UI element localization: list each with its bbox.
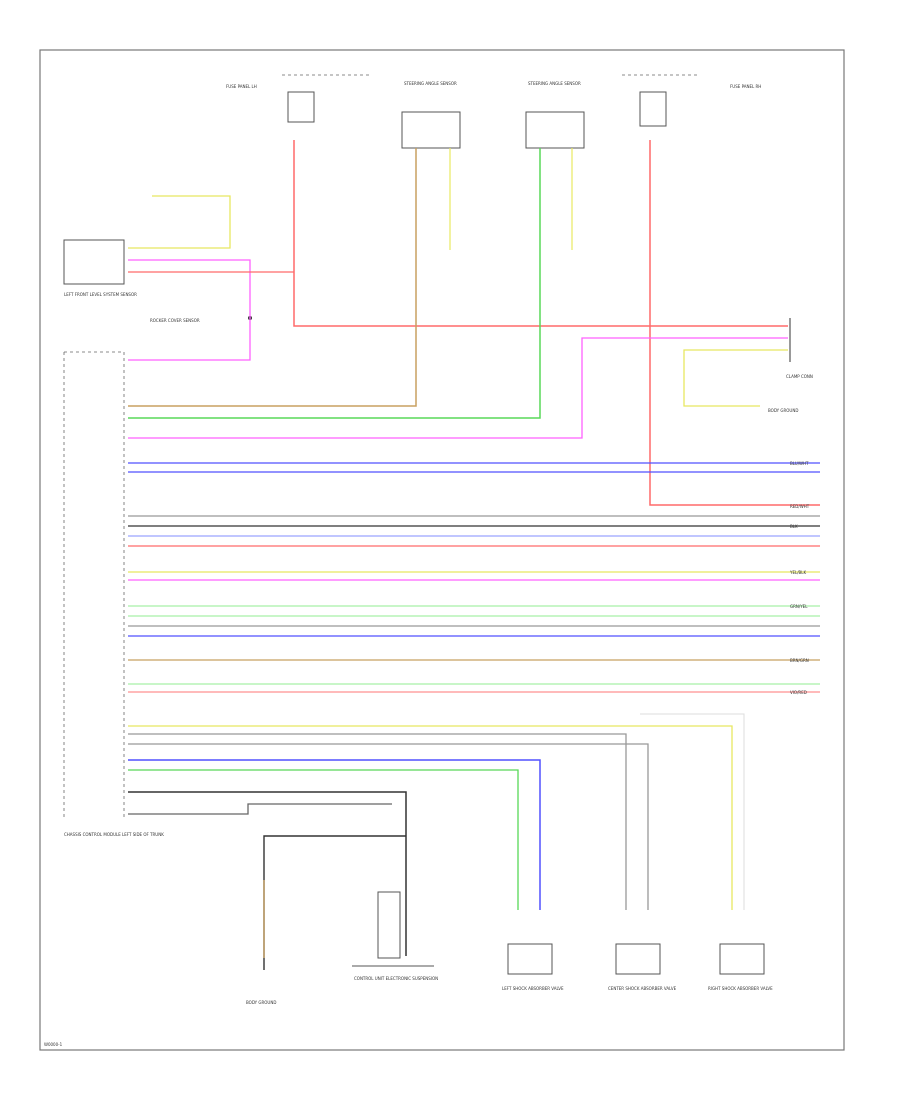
wire-red-fuse: [293, 140, 788, 327]
wire-pink-sensor: [128, 259, 251, 361]
rocker-sensor-label: ROCKER COVER SENSOR: [150, 318, 200, 323]
wire-pink-long: [128, 337, 788, 439]
wire-red-right: [649, 140, 820, 506]
plug-left-label: BODY GROUND: [246, 1000, 276, 1005]
plug-left: BODY GROUND: [246, 1000, 276, 1005]
wire-green-steer: [128, 148, 541, 419]
left-front-sensor: LEFT FRONT LEVEL SYSTEM SENSOR: [63, 239, 137, 297]
wire-yellow-valve: [128, 725, 733, 910]
wire-gray-ghost: [640, 713, 745, 910]
wire-label-brown: BRN/GRN: [790, 658, 809, 663]
steering-sensor-1-label: STEERING ANGLE SENSOR: [404, 81, 457, 86]
wire-label-black: BLK: [790, 524, 798, 529]
wire-yellow-right: [683, 349, 788, 407]
diagram-frame: [39, 49, 845, 1051]
valve-1-label: LEFT SHOCK ABSORBER VALVE: [502, 986, 564, 991]
plug-right-label: BODY GROUND: [768, 408, 798, 413]
valve-3: RIGHT SHOCK ABSORBER VALVE: [708, 943, 773, 991]
fuse-panel-right-label: FUSE PANEL RH: [730, 84, 761, 89]
wire-label-red: RED/WHT: [790, 504, 810, 509]
wire-black-cu: [128, 791, 407, 956]
right-connector: CLAMP CONN BODY GROUND: [768, 318, 813, 413]
wire-gray-cu: [128, 803, 392, 815]
valve-2: CENTER SHOCK ABSORBER VALVE: [608, 943, 677, 991]
fuse-panel-left-label: FUSE PANEL LH: [226, 84, 257, 89]
wire-brown-steer: [128, 148, 417, 407]
wire-label-blue: BLU/WHT: [790, 461, 809, 466]
wire-label-green: GRN/YEL: [790, 604, 808, 609]
steering-sensor-1: STEERING ANGLE SENSOR: [401, 81, 461, 149]
valve-1: LEFT SHOCK ABSORBER VALVE: [502, 943, 564, 991]
wire-group: [128, 140, 820, 970]
wire-label-violet: VIO/RED: [790, 690, 807, 695]
control-unit-label: CONTROL UNIT ELECTRONIC SUSPENSION: [354, 976, 438, 981]
fuse-panel-left: FUSE PANEL LH: [226, 74, 372, 123]
chassis-control-module: CHASSIS CONTROL MODULE LEFT SIDE OF TRUN…: [63, 351, 164, 837]
wire-gray-valve-2: [128, 743, 649, 910]
steering-sensor-2-label: STEERING ANGLE SENSOR: [528, 81, 581, 86]
steering-sensor-2: STEERING ANGLE SENSOR: [525, 81, 585, 149]
control-unit: CONTROL UNIT ELECTRONIC SUSPENSION: [352, 891, 438, 981]
valve-2-label: CENTER SHOCK ABSORBER VALVE: [608, 986, 677, 991]
module-label: CHASSIS CONTROL MODULE LEFT SIDE OF TRUN…: [64, 832, 164, 837]
wire-color-labels: BLU/WHT RED/WHT BLK YEL/BLK GRN/YEL BRN/…: [789, 461, 810, 695]
left-front-sensor-label: LEFT FRONT LEVEL SYSTEM SENSOR: [64, 292, 137, 297]
wire-yellow-top: [128, 195, 231, 249]
fuse-panel-right: FUSE PANEL RH: [622, 74, 761, 127]
wire-green-valve: [128, 769, 519, 910]
page-code: W0000-1: [44, 1042, 63, 1047]
wire-label-yellow: YEL/BLK: [789, 570, 807, 575]
wire-gray-valve: [128, 733, 627, 910]
wire-blue-valve: [128, 759, 541, 910]
right-connector-label: CLAMP CONN: [786, 374, 813, 379]
rocker-sensor: ROCKER COVER SENSOR: [150, 316, 252, 323]
valve-3-label: RIGHT SHOCK ABSORBER VALVE: [708, 986, 773, 991]
